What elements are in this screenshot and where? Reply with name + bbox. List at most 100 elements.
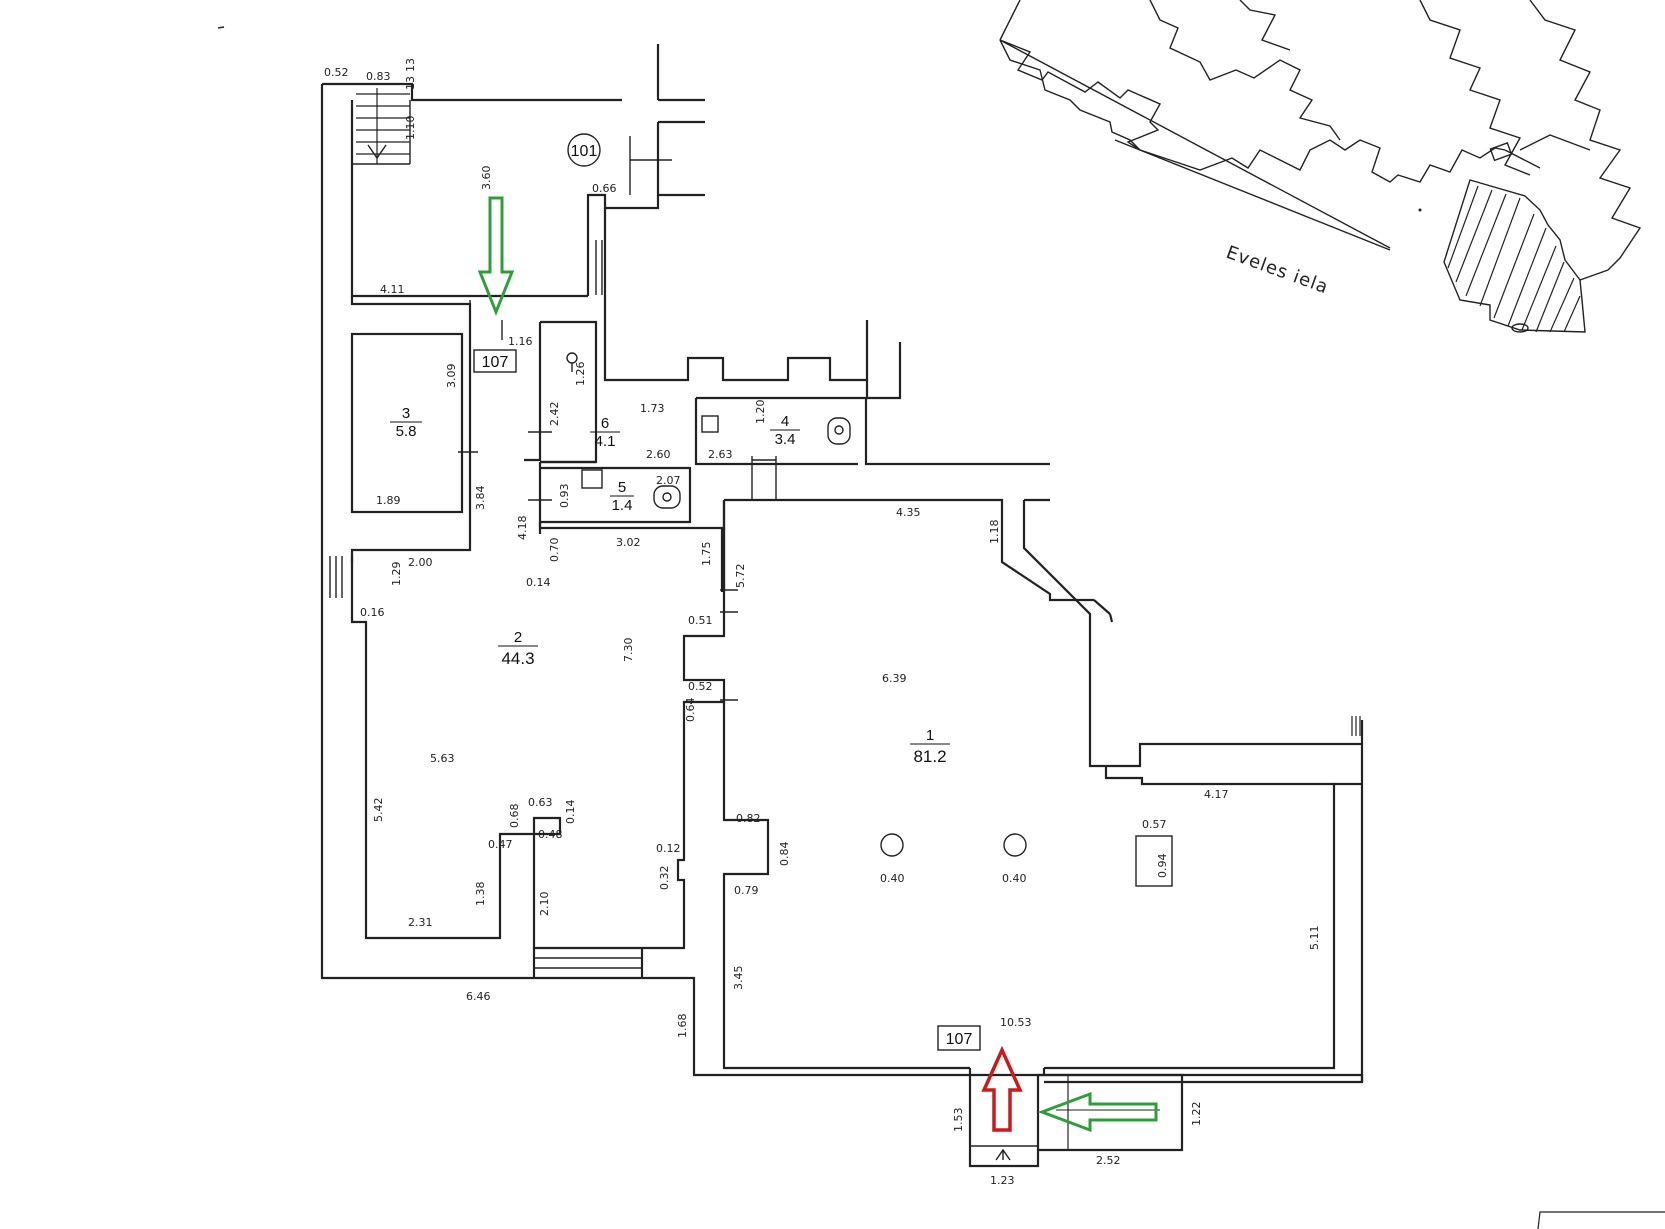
dim-label: 1.20 [754, 400, 767, 425]
room-3: 3 5.8 [390, 405, 422, 440]
entrance-arrow-red-up [981, 1045, 1023, 1132]
neighbour-building [999, 0, 1642, 333]
room-5: 5 1.4 [610, 479, 634, 514]
dim-label: 4.35 [896, 506, 921, 519]
dim-label: 4.18 [516, 516, 529, 541]
room-area: 4.1 [595, 433, 616, 450]
marker-lower: 107 [946, 1031, 973, 1048]
room-number: 5 [618, 479, 626, 496]
room-1: 1 81.2 [910, 727, 950, 766]
dim-label: 3.09 [445, 364, 458, 389]
dim-label: 0.82 [736, 812, 761, 825]
dim-label: 0.14 [564, 800, 577, 825]
dim-label: 5.11 [1308, 926, 1321, 951]
dim-label: 3.60 [480, 166, 493, 191]
dim-label: 6.39 [882, 672, 907, 685]
dim-label: 13 [404, 76, 417, 90]
marker-box-lower [937, 1025, 981, 1051]
marker-box-upper [473, 349, 517, 373]
pillar [1003, 833, 1027, 857]
dim-label: 0.63 [528, 796, 553, 809]
dim-label: 0.52 [688, 680, 713, 693]
dim-label: 2.60 [646, 448, 671, 461]
dim-label: 1.89 [376, 494, 401, 507]
dim-label: 0.32 [658, 866, 671, 891]
dim-label: 1.18 [988, 520, 1001, 545]
dim-label: 7.30 [622, 638, 635, 663]
walls [320, 44, 1364, 1168]
dim-label: 1.29 [390, 562, 403, 587]
building-number: 101 [571, 143, 598, 160]
dim-label: 0.79 [734, 884, 759, 897]
dimension-labels: 0.52 0.83 13 13 1.10 3.60 0.66 4.11 1.16… [324, 58, 1321, 1187]
dim-label: 0.93 [558, 484, 571, 509]
dim-label: 2.10 [538, 892, 551, 917]
dim-label: 1.23 [990, 1174, 1015, 1187]
dim-label: 3.84 [474, 486, 487, 511]
dim-label: 6.46 [466, 990, 491, 1003]
dim-label: 1.38 [474, 882, 487, 907]
dim-label: 0.83 [366, 70, 391, 83]
dim-label: 4.11 [380, 283, 405, 296]
dim-label: 0.40 [1002, 872, 1027, 885]
street-label: Eveles iela [1223, 242, 1331, 298]
room-4: 4 3.4 [770, 413, 800, 448]
pillar [880, 833, 904, 857]
dim-label: 1.16 [508, 335, 533, 348]
dim-label: 5.42 [372, 798, 385, 823]
dim-label: 5.72 [734, 564, 747, 589]
dim-label: 4.17 [1204, 788, 1229, 801]
dim-label: 0.66 [592, 182, 617, 195]
dim-label: 0.57 [1142, 818, 1167, 831]
room-area: 5.8 [396, 423, 417, 440]
room-number: 6 [601, 415, 609, 432]
dim-label: 1.73 [640, 402, 665, 415]
dim-label: 0.14 [526, 576, 551, 589]
dim-label: 2.00 [408, 556, 433, 569]
entrance-arrow-green-left [1037, 1091, 1158, 1133]
dim-label: 10.53 [1000, 1016, 1032, 1029]
dim-label: 3.45 [732, 966, 745, 991]
room-number: 1 [926, 727, 934, 744]
dim-label: 3.02 [616, 536, 641, 549]
dim-label: 0.52 [324, 66, 349, 79]
dim-label: 2.52 [1096, 1154, 1121, 1167]
dim-label: 2.31 [408, 916, 433, 929]
dim-label: 0.94 [1156, 854, 1169, 879]
dim-label: 0.48 [538, 828, 563, 841]
dim-label: 0.12 [656, 842, 681, 855]
dim-label: 0.51 [688, 614, 713, 627]
dim-label: 1.22 [1190, 1102, 1203, 1127]
room-number: 2 [514, 629, 522, 646]
room-area: 81.2 [913, 747, 946, 766]
dim-label: 2.63 [708, 448, 733, 461]
entrance-arrow-green-down [477, 196, 515, 317]
dim-label: 1.26 [574, 362, 587, 387]
room-2: 2 44.3 [498, 629, 538, 668]
room-area: 44.3 [501, 649, 534, 668]
column-block [1135, 835, 1173, 887]
dim-label: 0.40 [880, 872, 905, 885]
room-area: 1.4 [612, 497, 633, 514]
room-6: 6 4.1 [590, 415, 620, 450]
dim-label: 0.68 [508, 804, 521, 829]
room-area: 3.4 [775, 431, 796, 448]
dim-label: 1.68 [676, 1014, 689, 1039]
dim-label: 13 [404, 58, 417, 72]
dim-label: 5.63 [430, 752, 455, 765]
marker-upper: 107 [482, 354, 509, 371]
dim-label: 0.70 [548, 538, 561, 563]
room-number: 4 [781, 413, 789, 430]
dim-label: 0.16 [360, 606, 385, 619]
dim-label: 0.47 [488, 838, 513, 851]
dim-label: 2.42 [548, 402, 561, 427]
dim-label: 1.75 [700, 542, 713, 567]
dim-label: 1.53 [952, 1108, 965, 1133]
room-number: 3 [402, 405, 410, 422]
building-number-circle [567, 133, 601, 167]
dim-label: 1.10 [404, 116, 417, 141]
dim-label: 0.84 [778, 842, 791, 867]
dim-label: 2.07 [656, 474, 681, 487]
dim-label: 0.64 [684, 698, 697, 723]
